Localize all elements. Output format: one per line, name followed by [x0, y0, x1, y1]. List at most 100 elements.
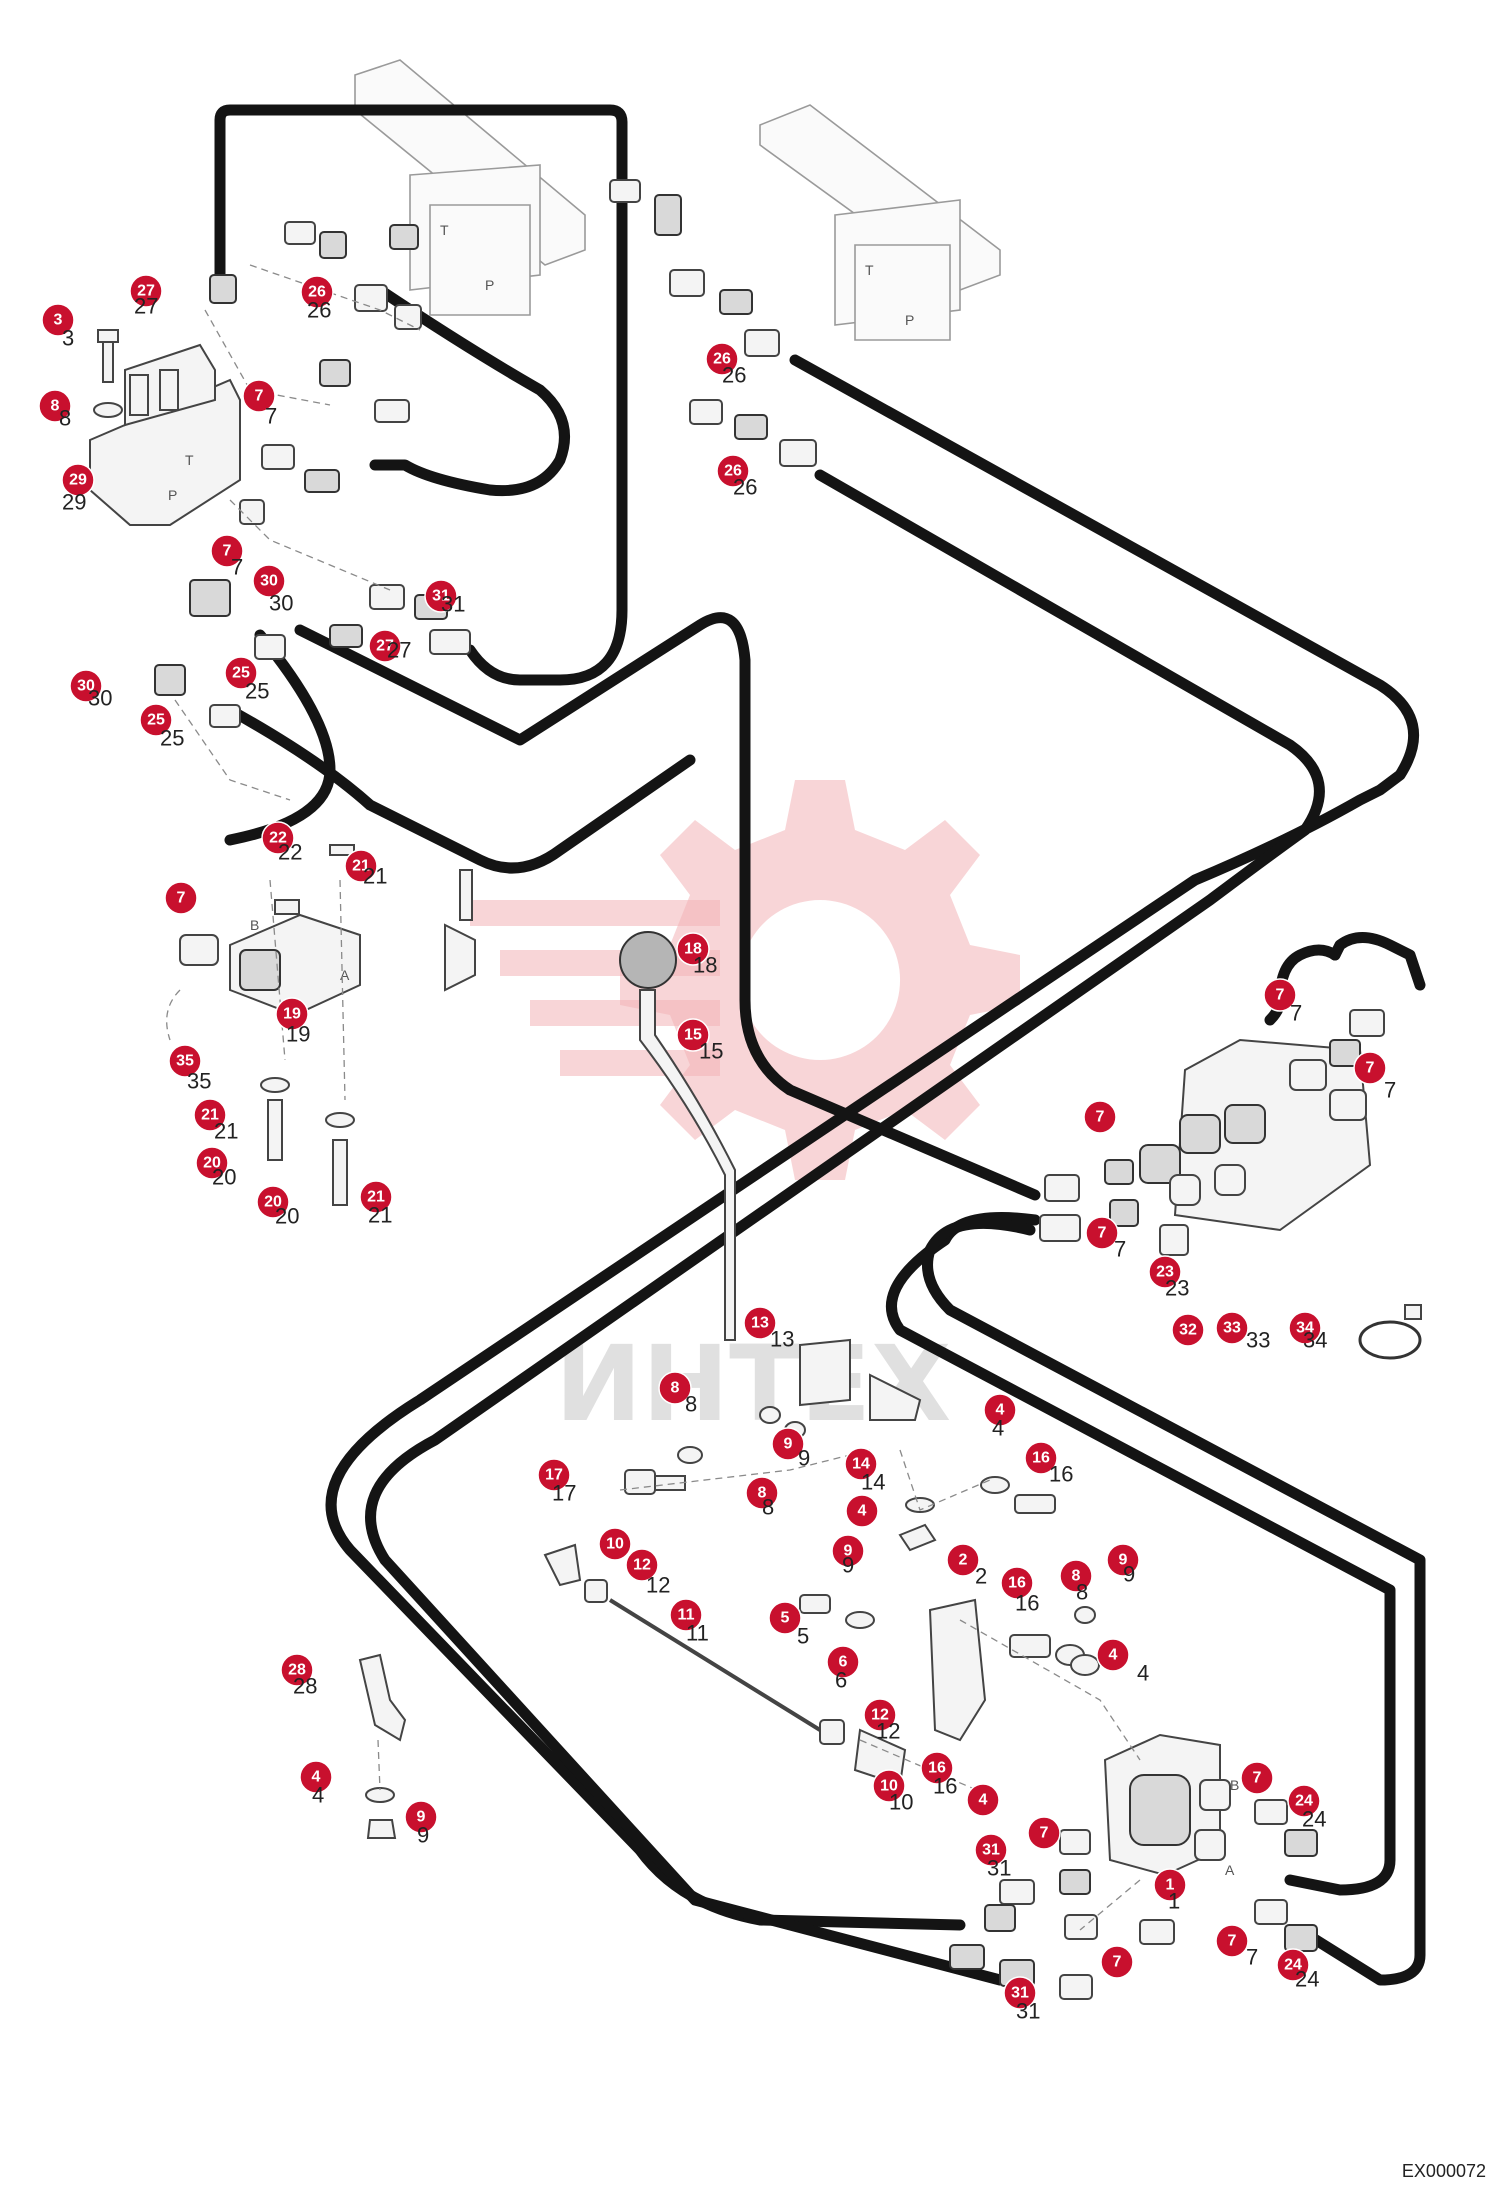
- pedal-bracket-right: T P: [759, 104, 1001, 341]
- callout[interactable]: 55: [768, 1601, 809, 1649]
- callout[interactable]: 7: [1240, 1761, 1274, 1795]
- hose-zigzag-center: [294, 612, 1041, 1201]
- hose-right-pedal-second: [365, 469, 1325, 1986]
- svg-text:3: 3: [62, 326, 74, 351]
- callout[interactable]: 33: [41, 303, 75, 351]
- callout[interactable]: 77: [1215, 1924, 1258, 1970]
- callout[interactable]: 7: [164, 881, 198, 915]
- svg-text:31: 31: [432, 588, 450, 605]
- fitting-cluster-left: [154, 179, 817, 728]
- svg-text:7: 7: [1096, 1109, 1105, 1126]
- svg-text:35: 35: [187, 1069, 211, 1094]
- callout[interactable]: 77: [1085, 1216, 1126, 1262]
- callout[interactable]: 4: [966, 1783, 1000, 1817]
- svg-text:24: 24: [1284, 1957, 1302, 1974]
- svg-text:31: 31: [1016, 1999, 1040, 2024]
- callout[interactable]: 77: [1353, 1051, 1396, 1103]
- manifold-block: T P: [89, 343, 241, 526]
- callout[interactable]: 7: [1100, 1945, 1134, 1979]
- svg-text:12: 12: [633, 1557, 651, 1574]
- callout[interactable]: 99: [771, 1427, 810, 1471]
- callout[interactable]: 77: [210, 534, 244, 580]
- svg-text:5: 5: [781, 1610, 790, 1627]
- svg-text:2: 2: [975, 1564, 987, 1589]
- port-letter-b: B: [250, 917, 259, 933]
- callout[interactable]: 99: [831, 1534, 865, 1578]
- callout[interactable]: 11: [1153, 1868, 1187, 1914]
- svg-text:27: 27: [134, 294, 158, 319]
- svg-text:21: 21: [368, 1203, 392, 1228]
- hose-pedal-loop: [369, 284, 570, 497]
- callout[interactable]: 4: [845, 1494, 879, 1528]
- svg-text:8: 8: [1072, 1568, 1081, 1585]
- svg-text:20: 20: [203, 1155, 221, 1172]
- callout[interactable]: 88: [745, 1476, 779, 1520]
- callout[interactable]: 7: [1083, 1100, 1117, 1134]
- svg-text:9: 9: [1119, 1552, 1128, 1569]
- callout[interactable]: 99: [404, 1800, 438, 1848]
- callout[interactable]: 7: [1027, 1816, 1061, 1850]
- callout[interactable]: 44: [983, 1393, 1017, 1441]
- svg-text:16: 16: [1015, 1591, 1039, 1616]
- svg-text:31: 31: [1011, 1985, 1029, 2002]
- callout[interactable]: 88: [1059, 1559, 1093, 1605]
- svg-text:25: 25: [147, 712, 165, 729]
- callout[interactable]: 77: [242, 379, 277, 429]
- callout[interactable]: 32: [1171, 1313, 1205, 1347]
- callout[interactable]: 22: [946, 1543, 987, 1589]
- svg-text:7: 7: [1366, 1060, 1375, 1077]
- callout[interactable]: 77: [1263, 978, 1302, 1026]
- callout[interactable]: 44: [1096, 1638, 1149, 1686]
- callout[interactable]: 44: [299, 1760, 333, 1808]
- callout[interactable]: 99: [1106, 1543, 1140, 1587]
- callout[interactable]: 66: [826, 1645, 860, 1693]
- port-letter-t: T: [865, 262, 874, 278]
- callout[interactable]: 88: [658, 1371, 697, 1417]
- callout[interactable]: 10: [598, 1527, 632, 1561]
- svg-text:26: 26: [722, 363, 746, 388]
- svg-text:18: 18: [684, 941, 702, 958]
- svg-text:7: 7: [1114, 1237, 1126, 1262]
